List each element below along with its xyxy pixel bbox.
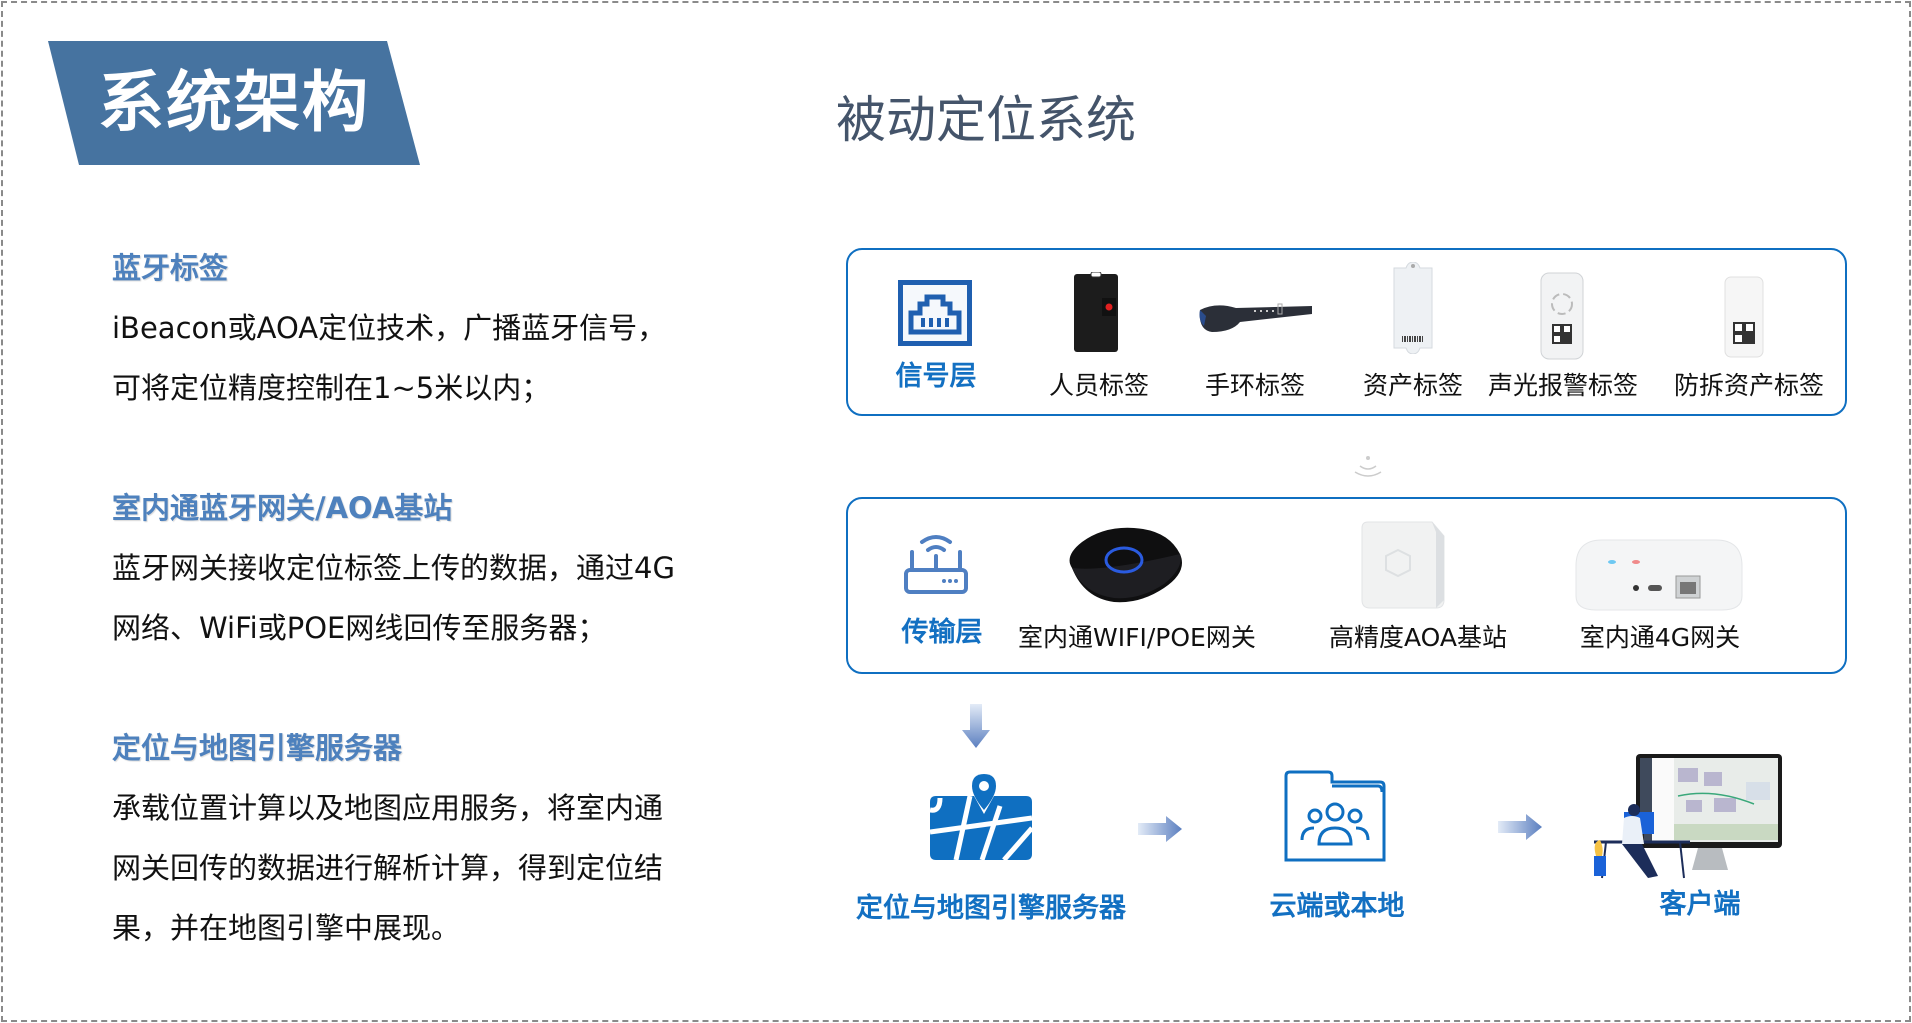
section-heading-gateway: 室内通蓝牙网关/AOA基站 xyxy=(112,491,453,525)
title-banner xyxy=(48,41,420,165)
section-line: 网关回传的数据进行解析计算，得到定位结 xyxy=(112,851,664,885)
item-label-tamper: 防拆资产标签 xyxy=(1673,371,1824,400)
signal-layer-box xyxy=(846,248,1847,416)
cloud-label: 云端或本地 xyxy=(1269,891,1405,922)
section-line: 可将定位精度控制在1~5米以内； xyxy=(112,371,551,405)
section-line: 网络、WiFi或POE网线回传至服务器； xyxy=(112,611,607,645)
map-pin-icon xyxy=(930,774,1032,862)
section-line: 蓝牙网关接收定位标签上传的数据，通过4G xyxy=(112,551,675,585)
tamper-tag-icon xyxy=(1724,276,1764,358)
signal-wave-icon xyxy=(1354,456,1382,477)
section-body-gateway: 蓝牙网关接收定位标签上传的数据，通过4G 网络、WiFi或POE网线回传至服务器… xyxy=(112,538,732,658)
section-line: 果，并在地图引擎中展现。 xyxy=(112,911,461,945)
item-label-asset: 资产标签 xyxy=(1362,371,1463,400)
router-icon xyxy=(904,535,968,594)
section-body-tag: iBeacon或AOA定位技术，广播蓝牙信号， 可将定位精度控制在1~5米以内； xyxy=(112,298,732,418)
wifi-gateway-icon xyxy=(1069,527,1182,603)
section-heading-server: 定位与地图引擎服务器 xyxy=(112,731,403,765)
folder-users-icon xyxy=(1284,770,1386,862)
page-title: 被动定位系统 xyxy=(836,91,1136,149)
item-label-aoa-station: 高精度AOA基站 xyxy=(1328,623,1507,652)
item-label-wristband: 手环标签 xyxy=(1204,371,1305,400)
alarm-tag-icon xyxy=(1540,272,1584,360)
asset-tag-icon xyxy=(1393,262,1433,354)
client-monitor-icon xyxy=(1594,754,1782,879)
badge-tag-icon xyxy=(1074,272,1118,352)
section-line: iBeacon或AOA定位技术，广播蓝牙信号， xyxy=(112,311,667,345)
arrow-right-icon xyxy=(1138,816,1182,842)
item-label-4g-gateway: 室内通4G网关 xyxy=(1579,623,1741,652)
wristband-icon xyxy=(1199,303,1312,332)
signal-layer-label: 信号层 xyxy=(895,361,977,392)
banner-title: 系统架构 xyxy=(98,64,370,141)
4g-gateway-icon xyxy=(1575,539,1743,611)
item-label-wifi-gateway: 室内通WIFI/POE网关 xyxy=(1018,623,1256,652)
arrow-right-icon xyxy=(1498,814,1542,840)
aoa-station-icon xyxy=(1361,521,1445,609)
item-label-alarm: 声光报警标签 xyxy=(1488,371,1639,400)
ethernet-port-icon xyxy=(898,280,972,346)
client-label: 客户端 xyxy=(1659,889,1741,920)
section-heading-tag: 蓝牙标签 xyxy=(112,251,229,285)
transport-layer-label: 传输层 xyxy=(901,617,983,648)
arrow-down-icon xyxy=(962,704,990,748)
server-label: 定位与地图引擎服务器 xyxy=(856,893,1126,924)
section-line: 承载位置计算以及地图应用服务，将室内通 xyxy=(112,791,664,825)
section-body-server: 承载位置计算以及地图应用服务，将室内通 网关回传的数据进行解析计算，得到定位结 … xyxy=(112,778,732,958)
item-label-badge: 人员标签 xyxy=(1048,371,1149,400)
